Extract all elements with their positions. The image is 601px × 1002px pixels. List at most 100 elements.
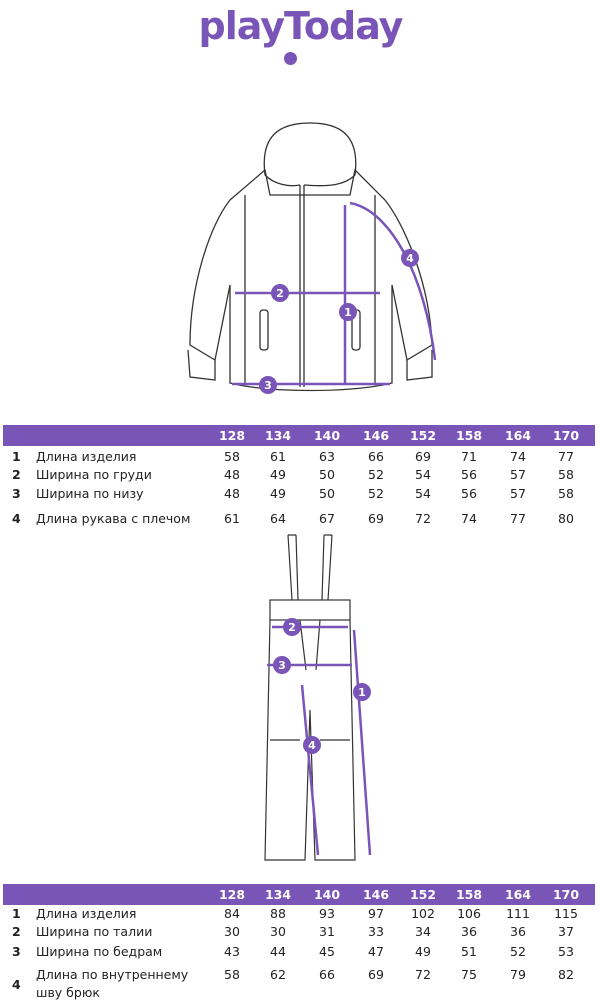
size-value: 58 xyxy=(224,449,240,464)
row-label: Длина по внутреннему шву брюк xyxy=(36,967,189,1000)
size-value: 79 xyxy=(510,967,526,982)
size-value: 53 xyxy=(558,944,574,959)
size-header: 164 xyxy=(504,887,532,902)
row-number: 1 xyxy=(12,906,21,921)
size-value: 97 xyxy=(368,906,384,921)
pants-marker-3: 3 xyxy=(278,659,286,672)
size-value: 57 xyxy=(510,467,526,482)
size-value: 50 xyxy=(319,467,335,482)
size-header: 146 xyxy=(362,887,390,902)
brand-logo: playToday xyxy=(198,4,404,48)
size-value: 66 xyxy=(319,967,335,982)
size-value: 75 xyxy=(461,967,477,982)
size-header: 146 xyxy=(362,428,390,443)
row-label: Длина рукава с плечом xyxy=(36,511,191,526)
size-value: 30 xyxy=(270,924,286,939)
size-value: 64 xyxy=(270,511,286,526)
row-label: Ширина по груди xyxy=(36,467,152,482)
size-header: 152 xyxy=(409,428,437,443)
jacket-marker-2: 2 xyxy=(276,287,284,300)
pants-marker-2: 2 xyxy=(288,621,296,634)
size-value: 69 xyxy=(415,449,431,464)
size-value: 52 xyxy=(368,486,384,501)
size-header: 140 xyxy=(313,887,341,902)
size-value: 63 xyxy=(319,449,335,464)
size-value: 31 xyxy=(319,924,335,939)
size-value: 36 xyxy=(461,924,477,939)
size-value: 58 xyxy=(224,967,240,982)
jacket-marker-1: 1 xyxy=(344,306,352,319)
jacket-marker-4: 4 xyxy=(406,252,414,265)
row-label: Ширина по бедрам xyxy=(36,944,163,959)
row-label: Длина изделия xyxy=(36,449,137,464)
size-value: 115 xyxy=(554,906,578,921)
size-value: 72 xyxy=(415,967,431,982)
size-header: 128 xyxy=(218,887,246,902)
size-value: 93 xyxy=(319,906,335,921)
size-value: 77 xyxy=(558,449,574,464)
row-number: 2 xyxy=(12,924,21,939)
size-value: 37 xyxy=(558,924,574,939)
size-header: 140 xyxy=(313,428,341,443)
size-value: 30 xyxy=(224,924,240,939)
size-value: 84 xyxy=(224,906,240,921)
size-header: 134 xyxy=(264,887,292,902)
size-header: 170 xyxy=(552,887,580,902)
size-value: 47 xyxy=(368,944,384,959)
size-value: 50 xyxy=(319,486,335,501)
size-value: 67 xyxy=(319,511,335,526)
size-value: 77 xyxy=(510,511,526,526)
size-value: 48 xyxy=(224,467,240,482)
size-header: 128 xyxy=(218,428,246,443)
size-header: 158 xyxy=(455,428,483,443)
size-value: 71 xyxy=(461,449,477,464)
table-header-band xyxy=(3,884,595,905)
size-header: 158 xyxy=(455,887,483,902)
logo-dot xyxy=(284,52,297,65)
size-value: 82 xyxy=(558,967,574,982)
size-value: 44 xyxy=(270,944,286,959)
size-value: 62 xyxy=(270,967,286,982)
pants-marker-4: 4 xyxy=(308,739,316,752)
size-value: 88 xyxy=(270,906,286,921)
size-value: 102 xyxy=(411,906,435,921)
row-number: 1 xyxy=(12,449,21,464)
pants-diagram: 1 2 3 4 xyxy=(264,534,372,861)
size-header: 152 xyxy=(409,887,437,902)
row-number: 3 xyxy=(12,944,21,959)
size-header: 134 xyxy=(264,428,292,443)
jacket-diagram: 1 2 3 4 xyxy=(187,122,437,394)
row-number: 4 xyxy=(12,511,21,526)
row-number: 3 xyxy=(12,486,21,501)
size-value: 74 xyxy=(461,511,477,526)
size-value: 54 xyxy=(415,467,431,482)
size-value: 61 xyxy=(224,511,240,526)
size-value: 69 xyxy=(368,967,384,982)
row-label: Ширина по талии xyxy=(36,924,153,939)
size-value: 52 xyxy=(368,467,384,482)
size-value: 111 xyxy=(506,906,530,921)
size-value: 48 xyxy=(224,486,240,501)
pants-marker-1: 1 xyxy=(358,686,366,699)
row-label: Ширина по низу xyxy=(36,486,144,501)
size-value: 52 xyxy=(510,944,526,959)
size-value: 56 xyxy=(461,467,477,482)
size-value: 58 xyxy=(558,486,574,501)
jacket-marker-3: 3 xyxy=(264,379,272,392)
size-value: 74 xyxy=(510,449,526,464)
size-value: 49 xyxy=(270,486,286,501)
size-value: 49 xyxy=(270,467,286,482)
table-header-band xyxy=(3,425,595,446)
size-value: 33 xyxy=(368,924,384,939)
size-value: 58 xyxy=(558,467,574,482)
row-number: 2 xyxy=(12,467,21,482)
row-label: Длина изделия xyxy=(36,906,137,921)
size-value: 49 xyxy=(415,944,431,959)
size-value: 54 xyxy=(415,486,431,501)
row-number: 4 xyxy=(12,977,21,992)
size-value: 56 xyxy=(461,486,477,501)
size-value: 66 xyxy=(368,449,384,464)
size-value: 106 xyxy=(457,906,481,921)
size-value: 45 xyxy=(319,944,335,959)
size-value: 51 xyxy=(461,944,477,959)
